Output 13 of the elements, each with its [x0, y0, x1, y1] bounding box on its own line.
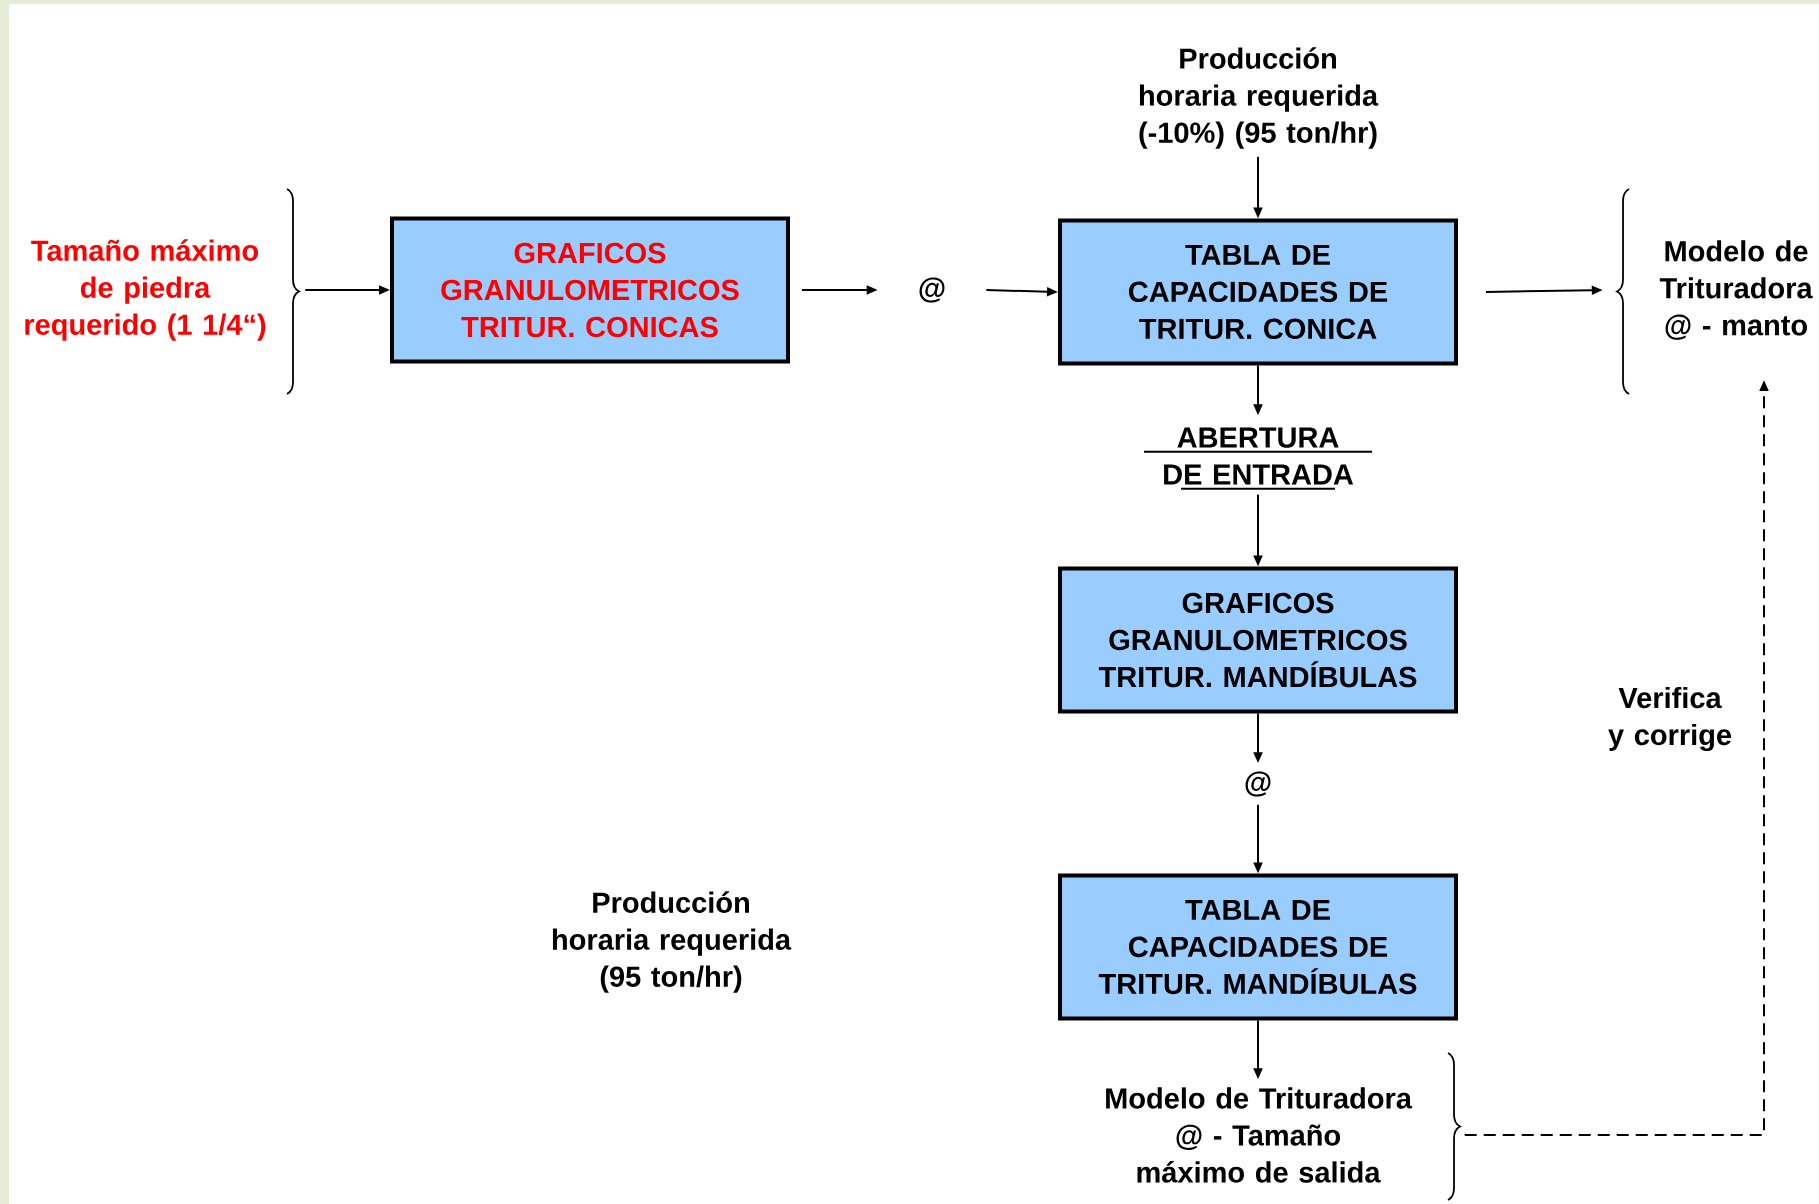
text-label: Producción horaria requerida (95 ton/hr): [552, 891, 792, 993]
text-label: @: [919, 277, 945, 303]
text-label: Tamaño máximo de piedra requerido (1 1/4“): [25, 239, 266, 341]
text-label: Modelo de Trituradora @ - Tamaño máximo de salida: [1106, 1087, 1413, 1183]
process-box: TABLA DE CAPACIDADES DE TRITUR. CONICA: [1058, 218, 1458, 366]
process-box: GRAFICOS GRANULOMETRICOS TRITUR. MANDÍBULAS: [1058, 566, 1458, 714]
text-label: Modelo de Trituradora @ - manto: [1659, 240, 1813, 340]
text-label: Producción horaria requerida (-10%) (95 ton/hr): [1139, 47, 1379, 149]
process-box: TABLA DE CAPACIDADES DE TRITUR. MANDÍBULAS: [1058, 873, 1458, 1021]
text-label: @: [1245, 771, 1271, 797]
underlined-heading: ABERTURA DE ENTRADA: [1143, 427, 1373, 490]
process-box: GRAFICOS GRANULOMETRICOS TRITUR. CONICAS: [390, 216, 790, 364]
edge-label: Verifica y corrige: [1608, 686, 1732, 752]
